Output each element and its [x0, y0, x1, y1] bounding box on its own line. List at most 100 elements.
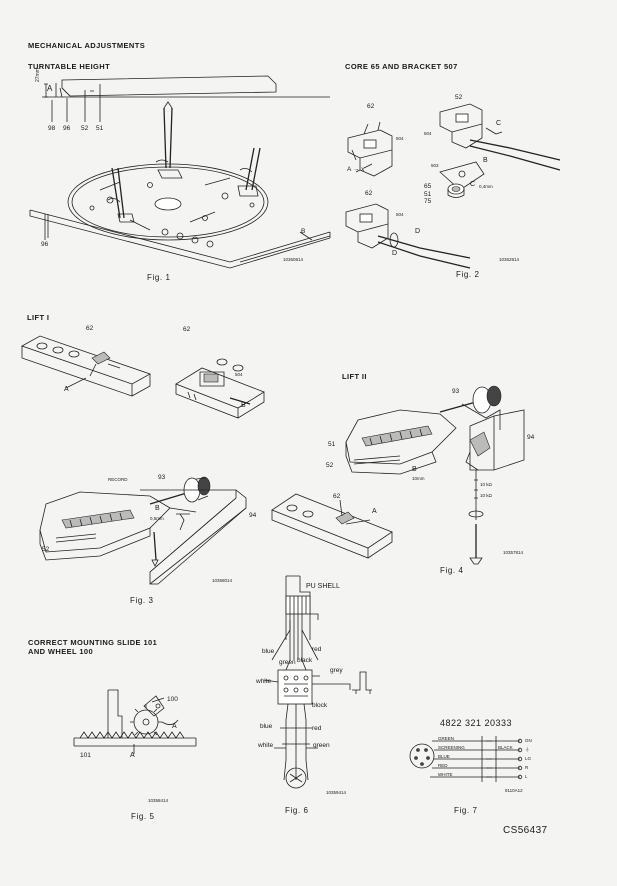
fig6-drawing — [263, 575, 372, 789]
fig3-label-94: 94 — [249, 512, 257, 519]
fig2-label-c2: C — [470, 181, 476, 188]
fig4-label-gap: 10mm — [412, 476, 425, 481]
fig5-drawing — [73, 689, 197, 754]
fig1-code: 10360814 — [283, 257, 304, 262]
document-code: CS56437 — [503, 825, 548, 836]
lift1-label-a: A — [64, 386, 69, 393]
fig4-label-b: B — [412, 466, 417, 473]
fig1-caption: Fig. 1 — [147, 273, 171, 282]
fig7-term-lg: LG — [525, 756, 532, 761]
lift1-drawing — [21, 335, 265, 419]
fig7-label-black: BLACK — [498, 745, 513, 750]
fig1-label-52: 52 — [81, 125, 89, 132]
fig1-label-96: 96 — [63, 125, 71, 132]
fig3-caption: Fig. 3 — [130, 596, 154, 605]
fig2-label-d2: D — [392, 250, 398, 257]
fig4-label-94: 94 — [527, 434, 535, 441]
fig7-term-gnd: ⏚ — [525, 747, 530, 752]
fig3-label-93: 93 — [158, 474, 166, 481]
heading-lift-1: LIFT I — [27, 313, 50, 322]
fig2-label-504a: 504 — [396, 136, 404, 141]
fig6-label-green2: green — [313, 742, 330, 749]
fig2-code: 10362814 — [499, 257, 520, 262]
fig2-caption: Fig. 2 — [456, 270, 480, 279]
fig1-drawing — [29, 75, 331, 269]
fig4-label-93: 93 — [452, 388, 460, 395]
lift1-label-b: B — [241, 402, 246, 409]
fig6-caption: Fig. 6 — [285, 806, 309, 815]
fig6-label-green: green — [279, 659, 296, 666]
fig7-label-green: GREEN — [438, 736, 455, 741]
fig2-label-503: 503 — [431, 163, 439, 168]
fig1-label-51: 51 — [96, 125, 104, 132]
fig7-code: 8110A12 — [505, 788, 523, 793]
lift1-label-62b: 62 — [183, 326, 191, 333]
fig6-label-shell: PU SHELL — [306, 583, 340, 590]
fig2-drawing — [345, 103, 561, 269]
fig5-label-100: 100 — [167, 696, 178, 703]
heading-lift-2: LIFT II — [342, 372, 367, 381]
fig2-label-51: 51 — [424, 191, 432, 198]
fig3-label-record: RECORD — [108, 477, 128, 482]
fig7-term-l: L — [525, 774, 528, 779]
fig5-label-101: 101 — [80, 752, 91, 759]
fig4-drawing — [271, 385, 525, 565]
lift1-label-62a: 62 — [86, 325, 94, 332]
fig3-drawing — [39, 476, 247, 585]
fig4-label-r2: 10 kΩ — [480, 493, 492, 498]
fig6-label-red: red — [312, 646, 322, 653]
fig6-label-white2: white — [258, 742, 274, 749]
lift1-label-504: 504 — [235, 372, 243, 377]
fig4-label-a: A — [372, 508, 377, 515]
fig5-caption: Fig. 5 — [131, 812, 155, 821]
heading-turntable-height: TURNTABLE HEIGHT — [28, 62, 111, 71]
fig2-label-65: 65 — [424, 183, 432, 190]
fig3-label-b: B — [155, 505, 160, 512]
fig1-dim-label: 27mm — [35, 68, 41, 82]
fig2-label-52: 52 — [455, 94, 463, 101]
heading-slide-line2: AND WHEEL 100 — [28, 647, 94, 656]
fig7-caption: Fig. 7 — [454, 806, 478, 815]
heading-mechanical-adjustments: MECHANICAL ADJUSTMENTS — [28, 41, 146, 50]
fig1-label-98: 98 — [48, 125, 56, 132]
fig6-label-black: black — [297, 657, 313, 664]
fig2-label-b: B — [483, 157, 488, 164]
fig1-label-b: B — [301, 228, 306, 235]
fig2-label-504b: 504 — [424, 131, 432, 136]
fig4-label-52: 52 — [326, 462, 334, 469]
fig7-label-white: WHITE — [438, 772, 453, 777]
fig2-label-62a: 62 — [367, 103, 375, 110]
fig5-label-a2: A — [130, 752, 135, 759]
fig2-label-ax: A → x — [347, 166, 365, 173]
fig5-label-a1: A — [172, 723, 177, 730]
fig7-drawing — [409, 736, 523, 782]
fig4-label-62: 62 — [333, 493, 341, 500]
fig4-label-r1: 10 kΩ — [480, 482, 492, 487]
fig6-label-block: block — [312, 702, 328, 709]
fig6-label-red2: red — [312, 725, 322, 732]
fig7-label-screening: SCREENING — [438, 745, 465, 750]
fig4-caption: Fig. 4 — [440, 566, 464, 575]
fig7-term-r: R — [525, 765, 529, 770]
fig4-code: 10357814 — [503, 550, 524, 555]
fig1-label-96b: 96 — [41, 241, 49, 248]
fig3-label-gap: 0,5mm — [150, 516, 164, 521]
fig3-label-52: 52 — [42, 546, 50, 553]
fig6-label-blue: blue — [262, 648, 275, 655]
fig2-label-504c: 504 — [396, 212, 404, 217]
fig6-code: 10359414 — [326, 790, 347, 795]
fig2-label-c: C — [496, 120, 502, 127]
fig1-label-a: A — [47, 84, 53, 93]
fig6-label-blue2: blue — [260, 723, 273, 730]
fig2-label-62b: 62 — [365, 190, 373, 197]
fig2-label-d1: D — [415, 228, 421, 235]
fig7-label-red: RED — [438, 763, 448, 768]
fig6-label-grey: grey — [330, 667, 343, 674]
fig3-code: 10358014 — [212, 578, 233, 583]
heading-slide-line1: CORRECT MOUNTING SLIDE 101 — [28, 638, 158, 647]
fig7-term-gn: GN — [525, 738, 532, 743]
fig6-label-white: white — [256, 678, 272, 685]
fig5-code: 10358414 — [148, 798, 169, 803]
fig7-label-blue: BLUE — [438, 754, 450, 759]
